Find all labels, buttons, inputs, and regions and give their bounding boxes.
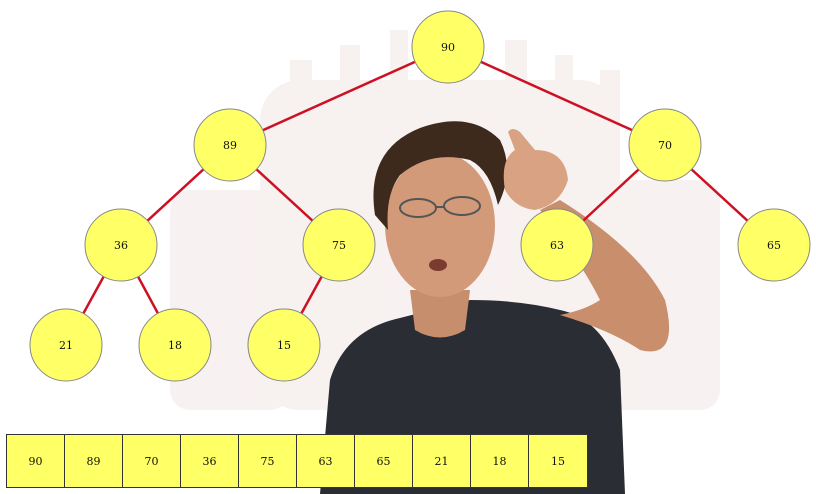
tree-node-circle: [302, 208, 376, 282]
array-cell: 90: [7, 435, 65, 487]
presenter-neck: [410, 290, 470, 338]
tree-node-circle: [737, 208, 811, 282]
array-cell: 75: [239, 435, 297, 487]
tree-node-label: 90: [441, 41, 455, 54]
array-cell: 89: [65, 435, 123, 487]
array-cell: 18: [471, 435, 529, 487]
tree-node-label: 75: [332, 239, 346, 252]
tree-node: 63: [520, 208, 594, 282]
tree-node: 36: [84, 208, 158, 282]
tree-node: 89: [193, 108, 267, 182]
tree-node-circle: [29, 308, 103, 382]
tree-node: 18: [138, 308, 212, 382]
tree-node: 75: [302, 208, 376, 282]
tree-node-circle: [411, 10, 485, 84]
tree-node-label: 70: [658, 139, 672, 152]
tree-node-label: 89: [223, 139, 237, 152]
tree-node-circle: [138, 308, 212, 382]
array-cell: 63: [297, 435, 355, 487]
tree-node-label: 15: [277, 339, 291, 352]
tree-node-label: 65: [767, 239, 781, 252]
tree-node: 15: [247, 308, 321, 382]
tree-edge: [447, 45, 666, 147]
array-cell: 15: [529, 435, 587, 487]
tree-node: 70: [628, 108, 702, 182]
array-cell: 65: [355, 435, 413, 487]
tree-node-circle: [628, 108, 702, 182]
array-cell: 21: [413, 435, 471, 487]
tree-node-circle: [520, 208, 594, 282]
presenter-head: [385, 153, 495, 297]
tree-node-label: 18: [168, 339, 182, 352]
presenter-hand: [503, 129, 568, 210]
tree-node: 90: [411, 10, 485, 84]
tree-node: 65: [737, 208, 811, 282]
tree-node-label: 21: [59, 339, 73, 352]
tree-node-circle: [247, 308, 321, 382]
tree-edge: [229, 45, 449, 147]
tree-node-label: 36: [114, 239, 128, 252]
tree-node-circle: [84, 208, 158, 282]
glasses-icon: [399, 196, 481, 218]
tree-node-label: 63: [550, 239, 564, 252]
tree-node: 21: [29, 308, 103, 382]
tree-node-circle: [193, 108, 267, 182]
presenter-mouth: [429, 259, 447, 271]
array-cell: 70: [123, 435, 181, 487]
presenter-hair: [373, 121, 508, 230]
array-cell: 36: [181, 435, 239, 487]
tree-nodes: 90 89 70 36 75 63 65 21 18 15: [29, 10, 811, 382]
